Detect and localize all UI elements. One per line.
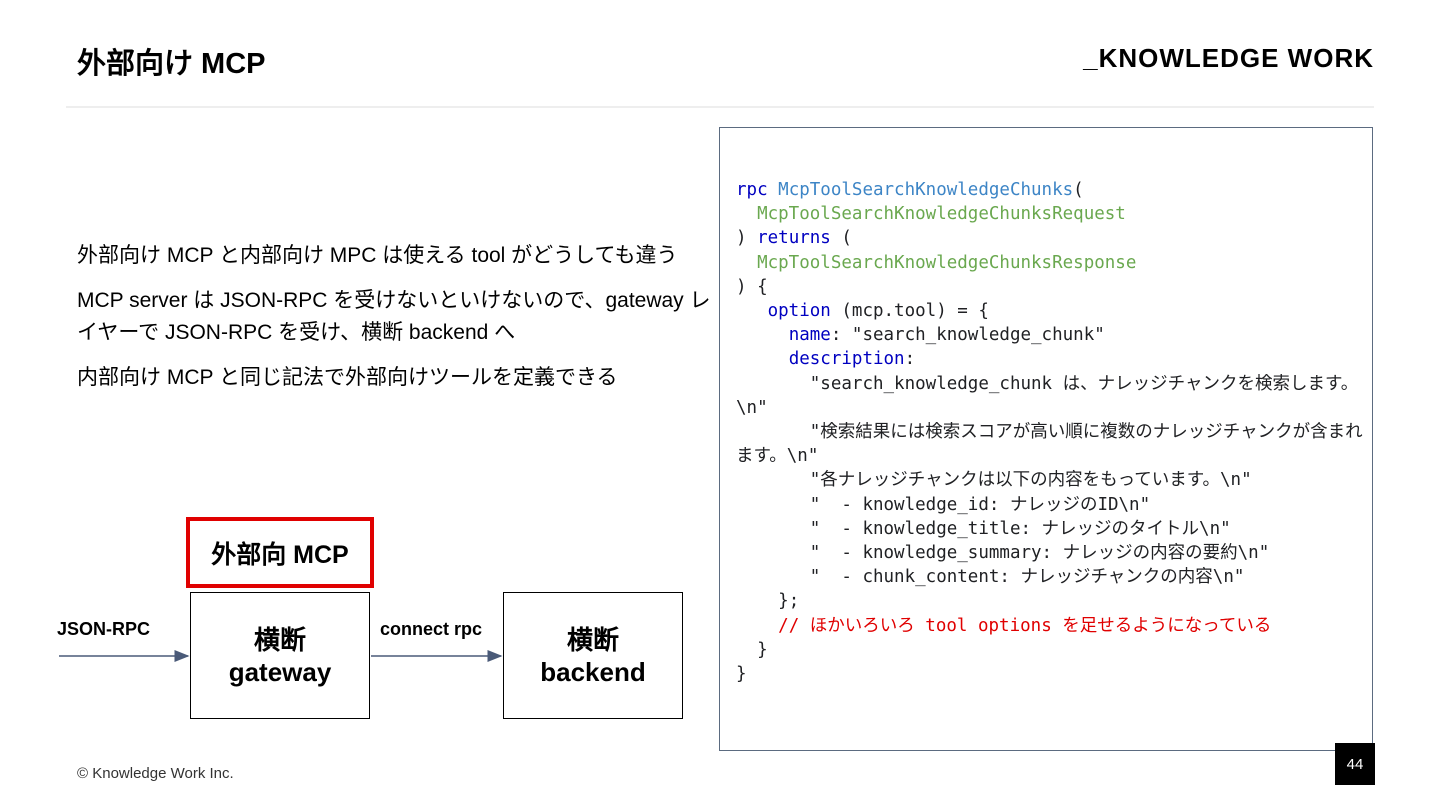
bullet-item: 内部向け MCP と同じ記法で外部向けツールを定義できる xyxy=(77,366,618,389)
code-string: " - chunk_content: ナレッジチャンクの内容\n" xyxy=(809,567,1245,588)
code-keyword: returns xyxy=(757,228,831,249)
bullet-list: 外部向け MCP と内部向け MPC は使える tool がどうしても違う MC… xyxy=(77,240,712,407)
brand-logo: _KNOWLEDGE WORK xyxy=(1083,43,1374,73)
bullet-item: 外部向け MCP と内部向け MPC は使える tool がどうしても違う xyxy=(77,244,678,267)
backend-node: 横断 backend xyxy=(503,592,683,719)
external-mcp-label: 外部向 MCP xyxy=(186,517,374,588)
code-comment: // ほかいろいろ tool options を足せるようになっている xyxy=(778,615,1272,636)
external-mcp-label-text: 外部向 MCP xyxy=(211,540,349,569)
code-keyword: option xyxy=(767,301,831,322)
code-string: "各ナレッジチャンクは以下の内容をもっています。\n" xyxy=(809,470,1252,491)
backend-node-line1: 横断 xyxy=(566,624,619,655)
copyright: © Knowledge Work Inc. xyxy=(77,765,234,782)
page-title: 外部向け MCP xyxy=(77,48,266,80)
backend-node-line2: backend xyxy=(540,656,646,687)
code-string: "search_knowledge_chunk は、ナレッジチャンクを検索します… xyxy=(736,373,1359,418)
code-keyword: rpc xyxy=(736,180,768,200)
code-punct: ) xyxy=(736,228,747,249)
code-string: "検索結果には検索スコアが高い順に複数のナレッジチャンクが含まれます。\n" xyxy=(736,422,1363,467)
gateway-node-line2: gateway xyxy=(228,656,332,687)
code-field: description xyxy=(788,349,905,370)
code-line: : xyxy=(904,349,916,370)
code-punct: ( xyxy=(1073,180,1084,200)
code-rpc-name: McpToolSearchKnowledgeChunks xyxy=(778,180,1074,200)
page-number: 44 xyxy=(1335,743,1375,785)
code-line: } xyxy=(736,664,747,685)
code-line: ) { xyxy=(736,276,768,297)
gateway-node: 横断 gateway xyxy=(190,592,370,719)
code-string: " - knowledge_summary: ナレッジの内容の要約\n" xyxy=(809,543,1270,564)
header-divider xyxy=(66,106,1374,108)
code-response-type: McpToolSearchKnowledgeChunksResponse xyxy=(757,252,1137,273)
code-string: " - knowledge_title: ナレッジのタイトル\n" xyxy=(809,518,1231,539)
json-rpc-label: JSON-RPC xyxy=(57,619,151,639)
code-block: rpc McpToolSearchKnowledgeChunks( McpToo… xyxy=(736,178,1366,686)
code-field: name xyxy=(788,325,831,346)
code-line: (mcp.tool) = { xyxy=(841,301,989,322)
code-punct: ( xyxy=(841,228,852,249)
page-number-text: 44 xyxy=(1346,755,1364,773)
code-string: " - knowledge_id: ナレッジのID\n" xyxy=(809,494,1151,515)
code-line: }; xyxy=(778,591,800,612)
code-line: : "search_knowledge_chunk" xyxy=(830,325,1105,346)
code-request-type: McpToolSearchKnowledgeChunksRequest xyxy=(757,204,1126,225)
bullet-item: MCP server は JSON-RPC を受けないといけないので、gatew… xyxy=(77,289,711,344)
gateway-node-line1: 横断 xyxy=(253,624,306,655)
code-panel: rpc McpToolSearchKnowledgeChunks( McpToo… xyxy=(719,127,1373,751)
code-line: } xyxy=(757,639,768,660)
connect-rpc-label: connect rpc xyxy=(380,619,483,639)
